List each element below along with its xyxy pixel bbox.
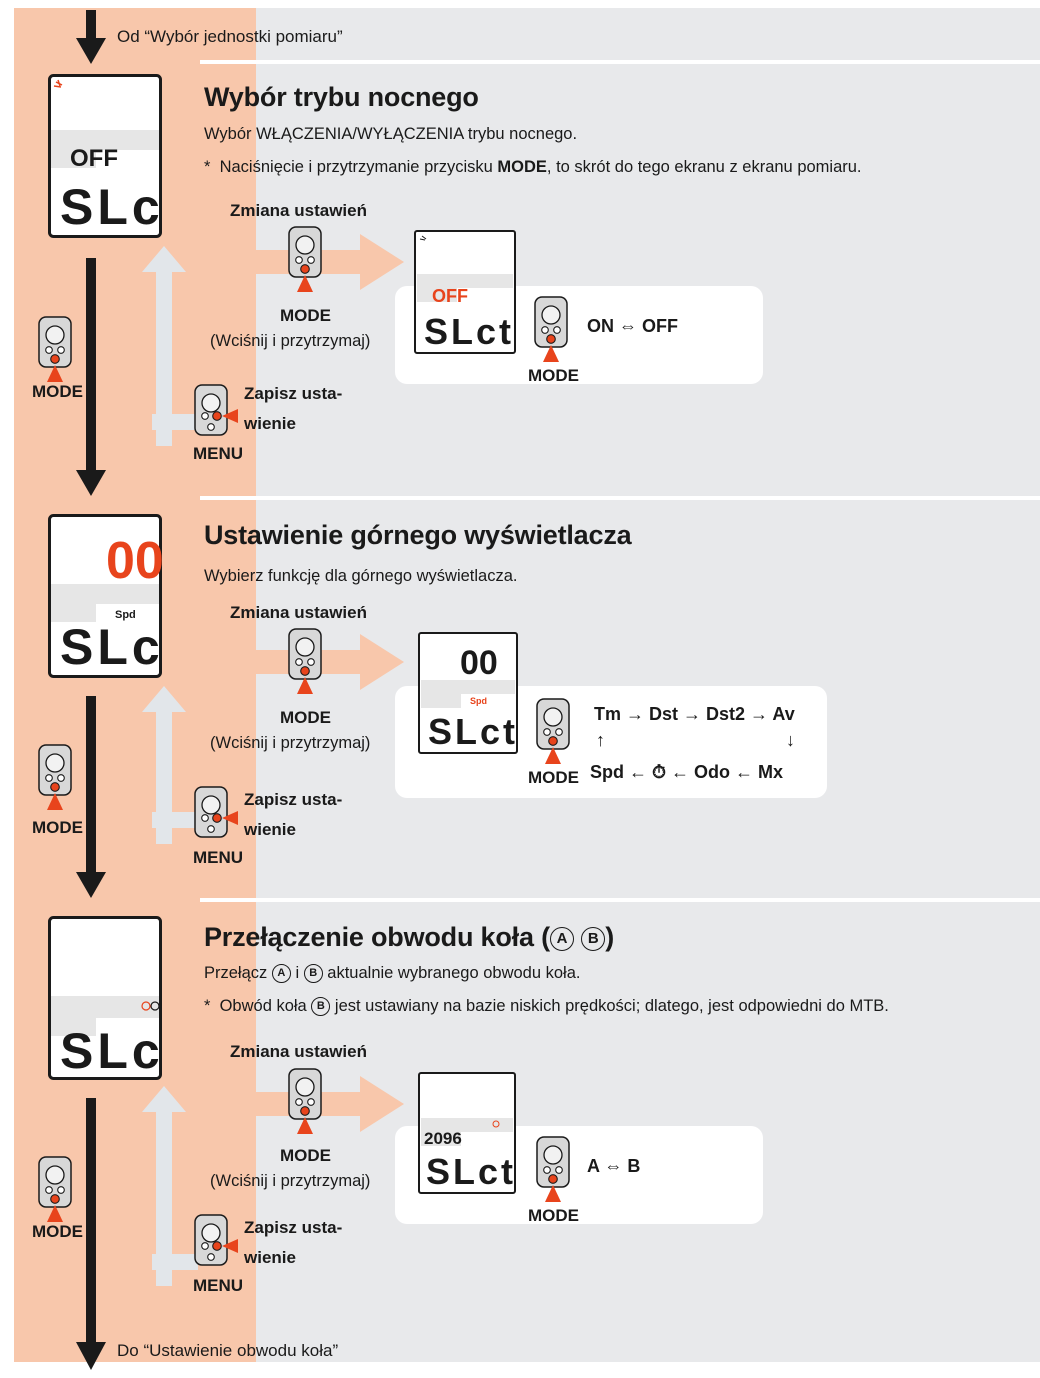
option-toggle: ON ⇔ OFF xyxy=(587,316,678,336)
down-arrow-icon xyxy=(86,1098,96,1326)
svg-text:00: 00 xyxy=(460,644,498,682)
nav-from-text: Od “Wybór jednostki pomiaru” xyxy=(117,27,343,46)
section-title: Wybór trybu nocnego xyxy=(204,82,479,112)
return-arrow-icon xyxy=(152,1254,198,1270)
device-screen: SLct xyxy=(48,916,180,1080)
change-setting-label: Zmiana ustawień xyxy=(230,1042,367,1061)
mode-button-icon[interactable] xyxy=(288,226,324,296)
section-note: * Obwód koła B jest ustawiany na bazie n… xyxy=(204,997,889,1017)
small-device-screen: 2096 SLct xyxy=(418,1072,516,1194)
nav-to-text: Do “Ustawienie obwodu koła” xyxy=(117,1341,339,1360)
change-setting-label: Zmiana ustawień xyxy=(230,603,367,622)
return-arrow-icon xyxy=(152,414,198,430)
section-description: Wybór WŁĄCZENIA/WYŁĄCZENIA trybu nocnego… xyxy=(204,125,578,143)
svg-text:SLct: SLct xyxy=(60,619,162,675)
right-arrow-icon xyxy=(256,634,404,690)
mode-button-label: MODE xyxy=(528,768,579,787)
circle-b-icon: B xyxy=(303,964,323,984)
svg-text:OFF: OFF xyxy=(432,286,468,306)
menu-button-label: MENU xyxy=(193,1276,244,1295)
down-arrow-icon xyxy=(76,10,106,64)
mode-button-icon[interactable] xyxy=(288,628,324,698)
return-arrow-icon xyxy=(142,686,186,844)
menu-button-icon[interactable] xyxy=(194,1214,242,1270)
save-label-line1: Zapisz usta- xyxy=(244,384,343,403)
section-divider xyxy=(200,898,1040,902)
hold-instruction: (Wciśnij i przytrzymaj) xyxy=(210,1172,371,1190)
circle-a-icon: A xyxy=(271,964,291,984)
section-description: Wybierz funkcję dla górnego wyświetlacza… xyxy=(204,567,518,585)
hold-instruction: (Wciśnij i przytrzymaj) xyxy=(210,734,371,752)
mode-button-icon[interactable] xyxy=(38,1156,74,1226)
svg-text:SLct: SLct xyxy=(426,1151,516,1192)
right-arrow-icon xyxy=(256,234,404,290)
svg-text:SLct: SLct xyxy=(60,1023,162,1079)
svg-text:Spd: Spd xyxy=(115,609,136,621)
return-arrow-icon xyxy=(142,246,186,446)
mode-button-label: MODE xyxy=(32,382,83,401)
mode-button-label: MODE xyxy=(528,366,579,385)
svg-text:00: 00 xyxy=(106,532,162,590)
cycle-up-arrow: ↑ xyxy=(596,730,605,750)
save-label-line2: wienie xyxy=(244,1248,296,1267)
menu-button-label: MENU xyxy=(193,444,244,463)
mode-button-label: MODE xyxy=(280,1146,331,1165)
mode-button-label: MODE xyxy=(32,818,83,837)
save-label-line2: wienie xyxy=(244,414,296,433)
section-title: Przełączenie obwodu koła (A B) xyxy=(204,922,614,952)
down-arrow-icon xyxy=(76,258,106,496)
section-title: Ustawienie górnego wyświetlacza xyxy=(204,520,632,550)
cycle-down-arrow: ↓ xyxy=(786,730,795,750)
change-setting-label: Zmiana ustawień xyxy=(230,201,367,220)
save-label-line2: wienie xyxy=(244,820,296,839)
mode-button-icon[interactable] xyxy=(288,1068,324,1138)
small-device-screen: 00 Spd SLct xyxy=(418,632,518,754)
circle-a-icon: A xyxy=(549,926,574,951)
down-arrow-icon xyxy=(76,696,106,898)
section-divider xyxy=(200,496,1040,500)
mode-button-label: MODE xyxy=(528,1206,579,1225)
mode-button-icon[interactable] xyxy=(38,744,74,814)
cycle-row-1: Tm → Dst → Dst2 → Av xyxy=(594,704,795,724)
svg-text:Spd: Spd xyxy=(470,696,487,706)
svg-text:OFF: OFF xyxy=(70,145,118,172)
mode-button-icon[interactable] xyxy=(38,316,74,386)
menu-button-icon[interactable] xyxy=(194,384,242,440)
svg-text:SLct: SLct xyxy=(428,711,518,752)
svg-text:2096: 2096 xyxy=(424,1129,462,1148)
device-screen: OFF SLct xyxy=(48,74,180,238)
save-label-line1: Zapisz usta- xyxy=(244,790,343,809)
circle-b-icon: B xyxy=(581,926,606,951)
menu-button-label: MENU xyxy=(193,848,244,867)
mode-button-label: MODE xyxy=(280,306,331,325)
mode-button-label: MODE xyxy=(280,708,331,727)
option-toggle: A ⇔ B xyxy=(587,1156,641,1176)
cycle-row-2: Spd ← ⏱ ← Odo ← Mx xyxy=(590,762,784,782)
small-device-screen: OFF SLct xyxy=(414,230,516,354)
menu-button-icon[interactable] xyxy=(194,786,242,842)
svg-text:SLct: SLct xyxy=(60,179,162,235)
mode-button-label: MODE xyxy=(32,1222,83,1241)
mode-button-icon[interactable] xyxy=(536,1136,572,1206)
section-divider xyxy=(200,60,1040,64)
right-arrow-icon xyxy=(256,1076,404,1132)
save-label-line1: Zapisz usta- xyxy=(244,1218,343,1237)
device-screen: 00 Spd SLct xyxy=(48,514,180,678)
mode-button-icon[interactable] xyxy=(534,296,570,366)
hold-instruction: (Wciśnij i przytrzymaj) xyxy=(210,332,371,350)
return-arrow-icon xyxy=(152,812,198,828)
circle-b-icon: B xyxy=(311,997,331,1017)
mode-button-icon[interactable] xyxy=(536,698,572,768)
svg-text:SLct: SLct xyxy=(424,311,514,352)
section-note: * Naciśnięcie i przytrzymanie przycisku … xyxy=(204,158,862,176)
down-arrow-icon xyxy=(76,1316,106,1370)
section-description: Przełącz A i B aktualnie wybranego obwod… xyxy=(204,964,581,984)
return-arrow-icon xyxy=(142,1086,186,1286)
